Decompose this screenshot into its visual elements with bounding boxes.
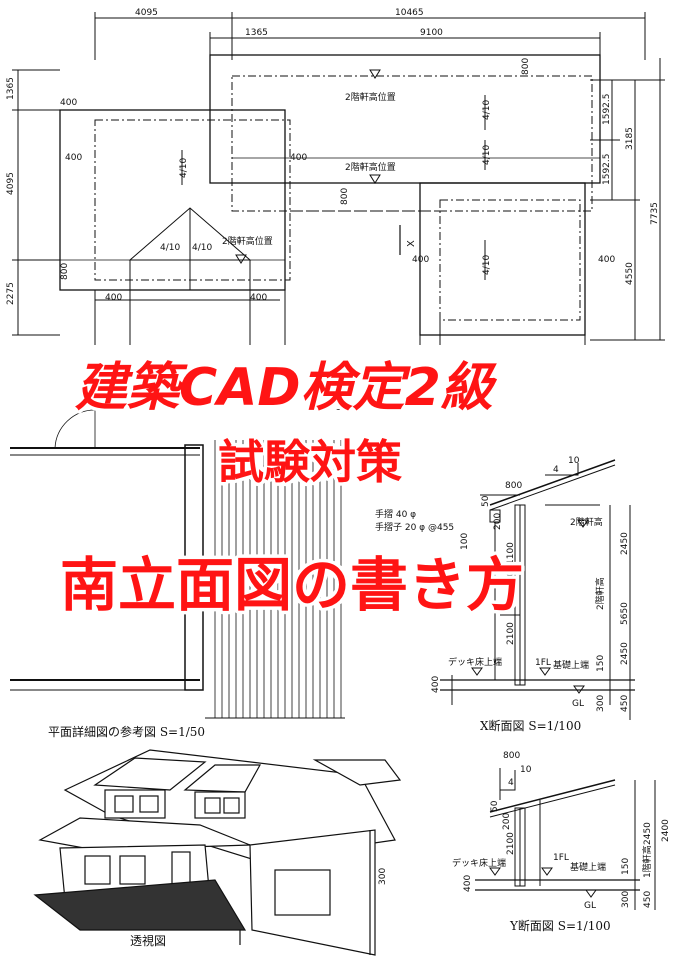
perspective-drawing xyxy=(33,749,402,956)
label-2f-eave: 2階軒高 xyxy=(594,577,606,610)
perspective-caption: 透視図 xyxy=(130,933,166,948)
dim-2100: 2100 xyxy=(506,622,516,645)
dim-2450: 2450 xyxy=(620,642,630,665)
dim-right-1592b: 1592.5 xyxy=(602,154,612,186)
dim-left-1365: 1365 xyxy=(6,77,16,100)
dim-right-1592a: 1592.5 xyxy=(602,94,612,126)
offset-800: 800 xyxy=(340,188,350,205)
title-line-2: 試験対策 xyxy=(218,435,402,489)
label-foundation-top: 基礎上端 xyxy=(570,861,606,873)
plan-detail-text: 360 平面詳細図の参考図 S=1/50 xyxy=(48,403,353,739)
slope-label: 4/10 xyxy=(160,243,180,253)
dim-150: 150 xyxy=(621,858,631,875)
offset-400: 400 xyxy=(598,255,615,265)
dim-left-4095: 4095 xyxy=(6,172,16,195)
dim-right-7735: 7735 xyxy=(650,202,660,225)
eave-800: 800 xyxy=(505,481,522,491)
roof-plan-text: 4095 10465 1365 9100 1365 4095 2275 1592… xyxy=(6,8,660,305)
label-1fl: 1FL xyxy=(535,658,551,668)
label-deck-top: デッキ床上端 xyxy=(448,656,502,668)
slope-10: 10 xyxy=(520,765,532,775)
offset-400: 400 xyxy=(290,153,307,163)
y-section-text: 800 10 4 50 200 2100 150 400 300 450 245… xyxy=(452,751,671,933)
y-section-caption: Y断面図 S=1/100 xyxy=(509,918,611,933)
label-gl: GL xyxy=(584,901,596,911)
eave-label: 2階軒高位置 xyxy=(345,161,396,173)
dim-2100: 2100 xyxy=(506,832,516,855)
x-section-caption: X断面図 S=1/100 xyxy=(480,718,581,733)
slope-label: 4/10 xyxy=(192,243,212,253)
dim-300: 300 xyxy=(596,695,606,712)
dim-450: 450 xyxy=(620,695,630,712)
y-section xyxy=(475,768,656,910)
dim-200: 200 xyxy=(502,813,512,830)
dim-1365: 1365 xyxy=(245,28,268,38)
eave-label: 2階軒高位置 xyxy=(222,235,273,247)
slope-4: 4 xyxy=(553,465,559,475)
rail-note: 手摺子 20 φ @455 xyxy=(375,521,454,533)
dim-2450: 2450 xyxy=(620,532,630,555)
dim-200: 200 xyxy=(493,513,503,530)
dim-4095: 4095 xyxy=(135,8,158,18)
dim-400: 400 xyxy=(463,875,473,892)
label-2f-eave: 2階軒高 xyxy=(570,516,603,528)
dim-right-4550: 4550 xyxy=(625,262,635,285)
offset-400: 400 xyxy=(412,255,429,265)
offset-800: 800 xyxy=(521,58,531,75)
dim-1100: 1100 xyxy=(506,542,516,565)
dim-left-2275: 2275 xyxy=(6,282,16,305)
dim-50: 50 xyxy=(481,495,491,507)
offset-400: 400 xyxy=(250,293,267,303)
eave-800: 800 xyxy=(503,751,520,761)
perspective-text: 300 透視図 xyxy=(130,868,388,948)
dim-right-3185: 3185 xyxy=(625,127,635,150)
label-1f-eave: 1階軒高 xyxy=(641,845,653,878)
plan-detail xyxy=(10,409,345,719)
offset-400: 400 xyxy=(105,293,122,303)
slope-4: 4 xyxy=(508,778,514,788)
title-line-3: 南立面図の書き方 xyxy=(60,551,524,619)
label-deck-top: デッキ床上端 xyxy=(452,857,506,869)
dim-100: 100 xyxy=(460,533,470,550)
dim-450: 450 xyxy=(643,891,653,908)
title-overlay: 建築CAD検定2級 試験対策 南立面図の書き方 xyxy=(57,355,528,623)
label-1fl: 1FL xyxy=(553,853,569,863)
plan-detail-caption: 平面詳細図の参考図 S=1/50 xyxy=(48,724,205,739)
dim-9100: 9100 xyxy=(420,28,443,38)
offset-400: 400 xyxy=(60,98,77,108)
offset-800: 800 xyxy=(60,263,70,280)
eave-label: 2階軒高位置 xyxy=(345,91,396,103)
dim-50: 50 xyxy=(490,800,500,812)
x-section xyxy=(440,459,635,720)
label-gl: GL xyxy=(572,699,584,709)
dim-5650: 5650 xyxy=(620,602,630,625)
dim-300: 300 xyxy=(506,571,516,588)
dim-2450: 2450 xyxy=(643,822,653,845)
slope-10: 10 xyxy=(568,456,580,466)
dim-400: 400 xyxy=(431,676,441,693)
label-foundation-top: 基礎上端 xyxy=(553,659,589,671)
dim-150: 150 xyxy=(596,655,606,672)
dim-2400: 2400 xyxy=(661,819,671,842)
rail-note: 手摺 40 φ xyxy=(375,508,416,520)
dim-360: 360 xyxy=(336,403,353,413)
offset-400: 400 xyxy=(65,153,82,163)
title-line-1: 建築CAD検定2級 xyxy=(75,358,498,418)
slope-label: 4/10 xyxy=(482,145,492,165)
dim-300: 300 xyxy=(378,868,388,885)
slope-label: 4/10 xyxy=(482,100,492,120)
roof-plan xyxy=(12,12,665,345)
slope-label: 4/10 xyxy=(482,255,492,275)
dim-10465: 10465 xyxy=(395,8,424,18)
slope-label: 4/10 xyxy=(179,158,189,178)
dim-300: 300 xyxy=(621,891,631,908)
section-marker-x: X xyxy=(406,240,417,247)
x-section-text: 10 4 800 手摺 40 φ 手摺子 20 φ @455 2階軒高 2階軒高… xyxy=(375,456,630,733)
